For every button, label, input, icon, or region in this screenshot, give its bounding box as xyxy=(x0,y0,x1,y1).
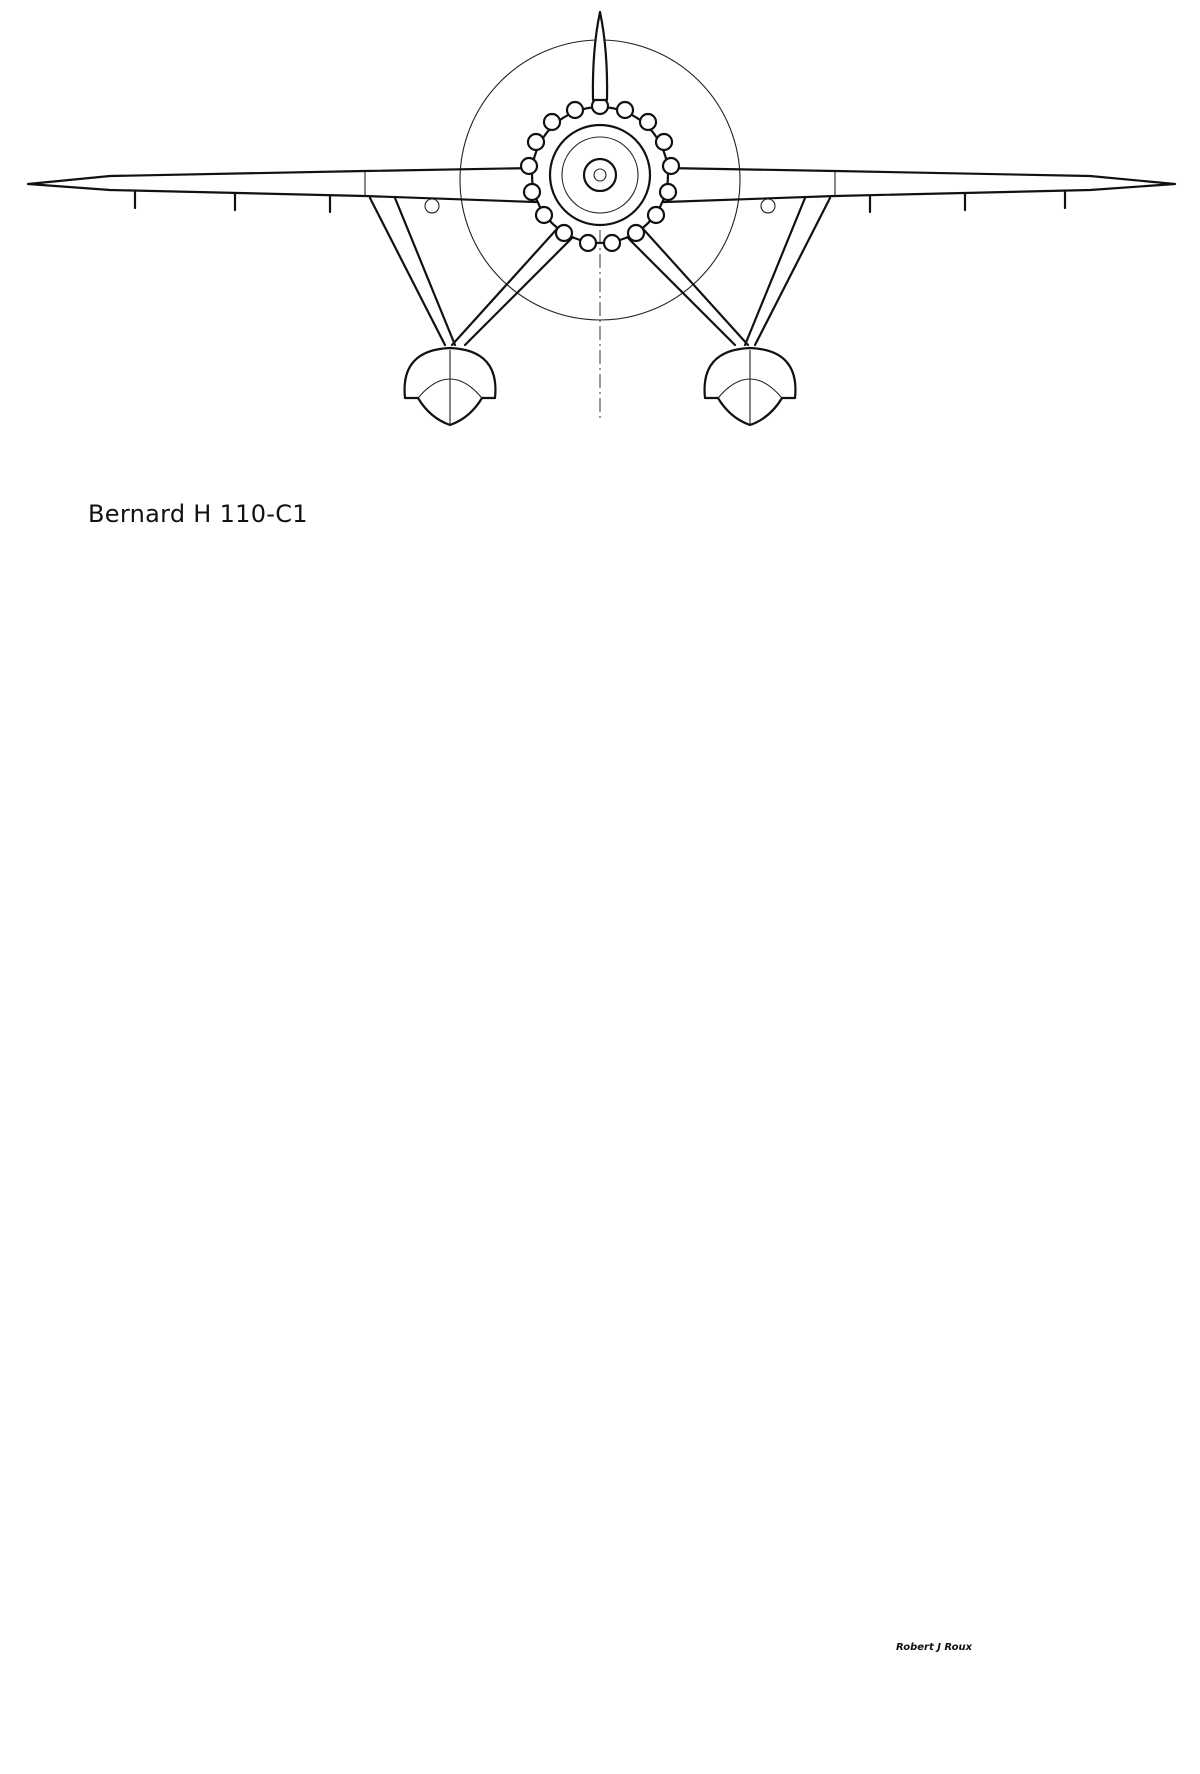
drawing-title: Bernard H 110-C1 xyxy=(88,500,308,528)
cylinder-heads xyxy=(519,96,681,253)
artist-signature: Robert J Roux xyxy=(896,1642,973,1653)
right-float-front xyxy=(703,346,797,427)
front-wing xyxy=(26,166,1177,204)
front-view xyxy=(26,10,1177,427)
front-struts xyxy=(368,196,832,347)
propeller-front xyxy=(591,10,609,102)
left-float-front xyxy=(403,346,497,427)
